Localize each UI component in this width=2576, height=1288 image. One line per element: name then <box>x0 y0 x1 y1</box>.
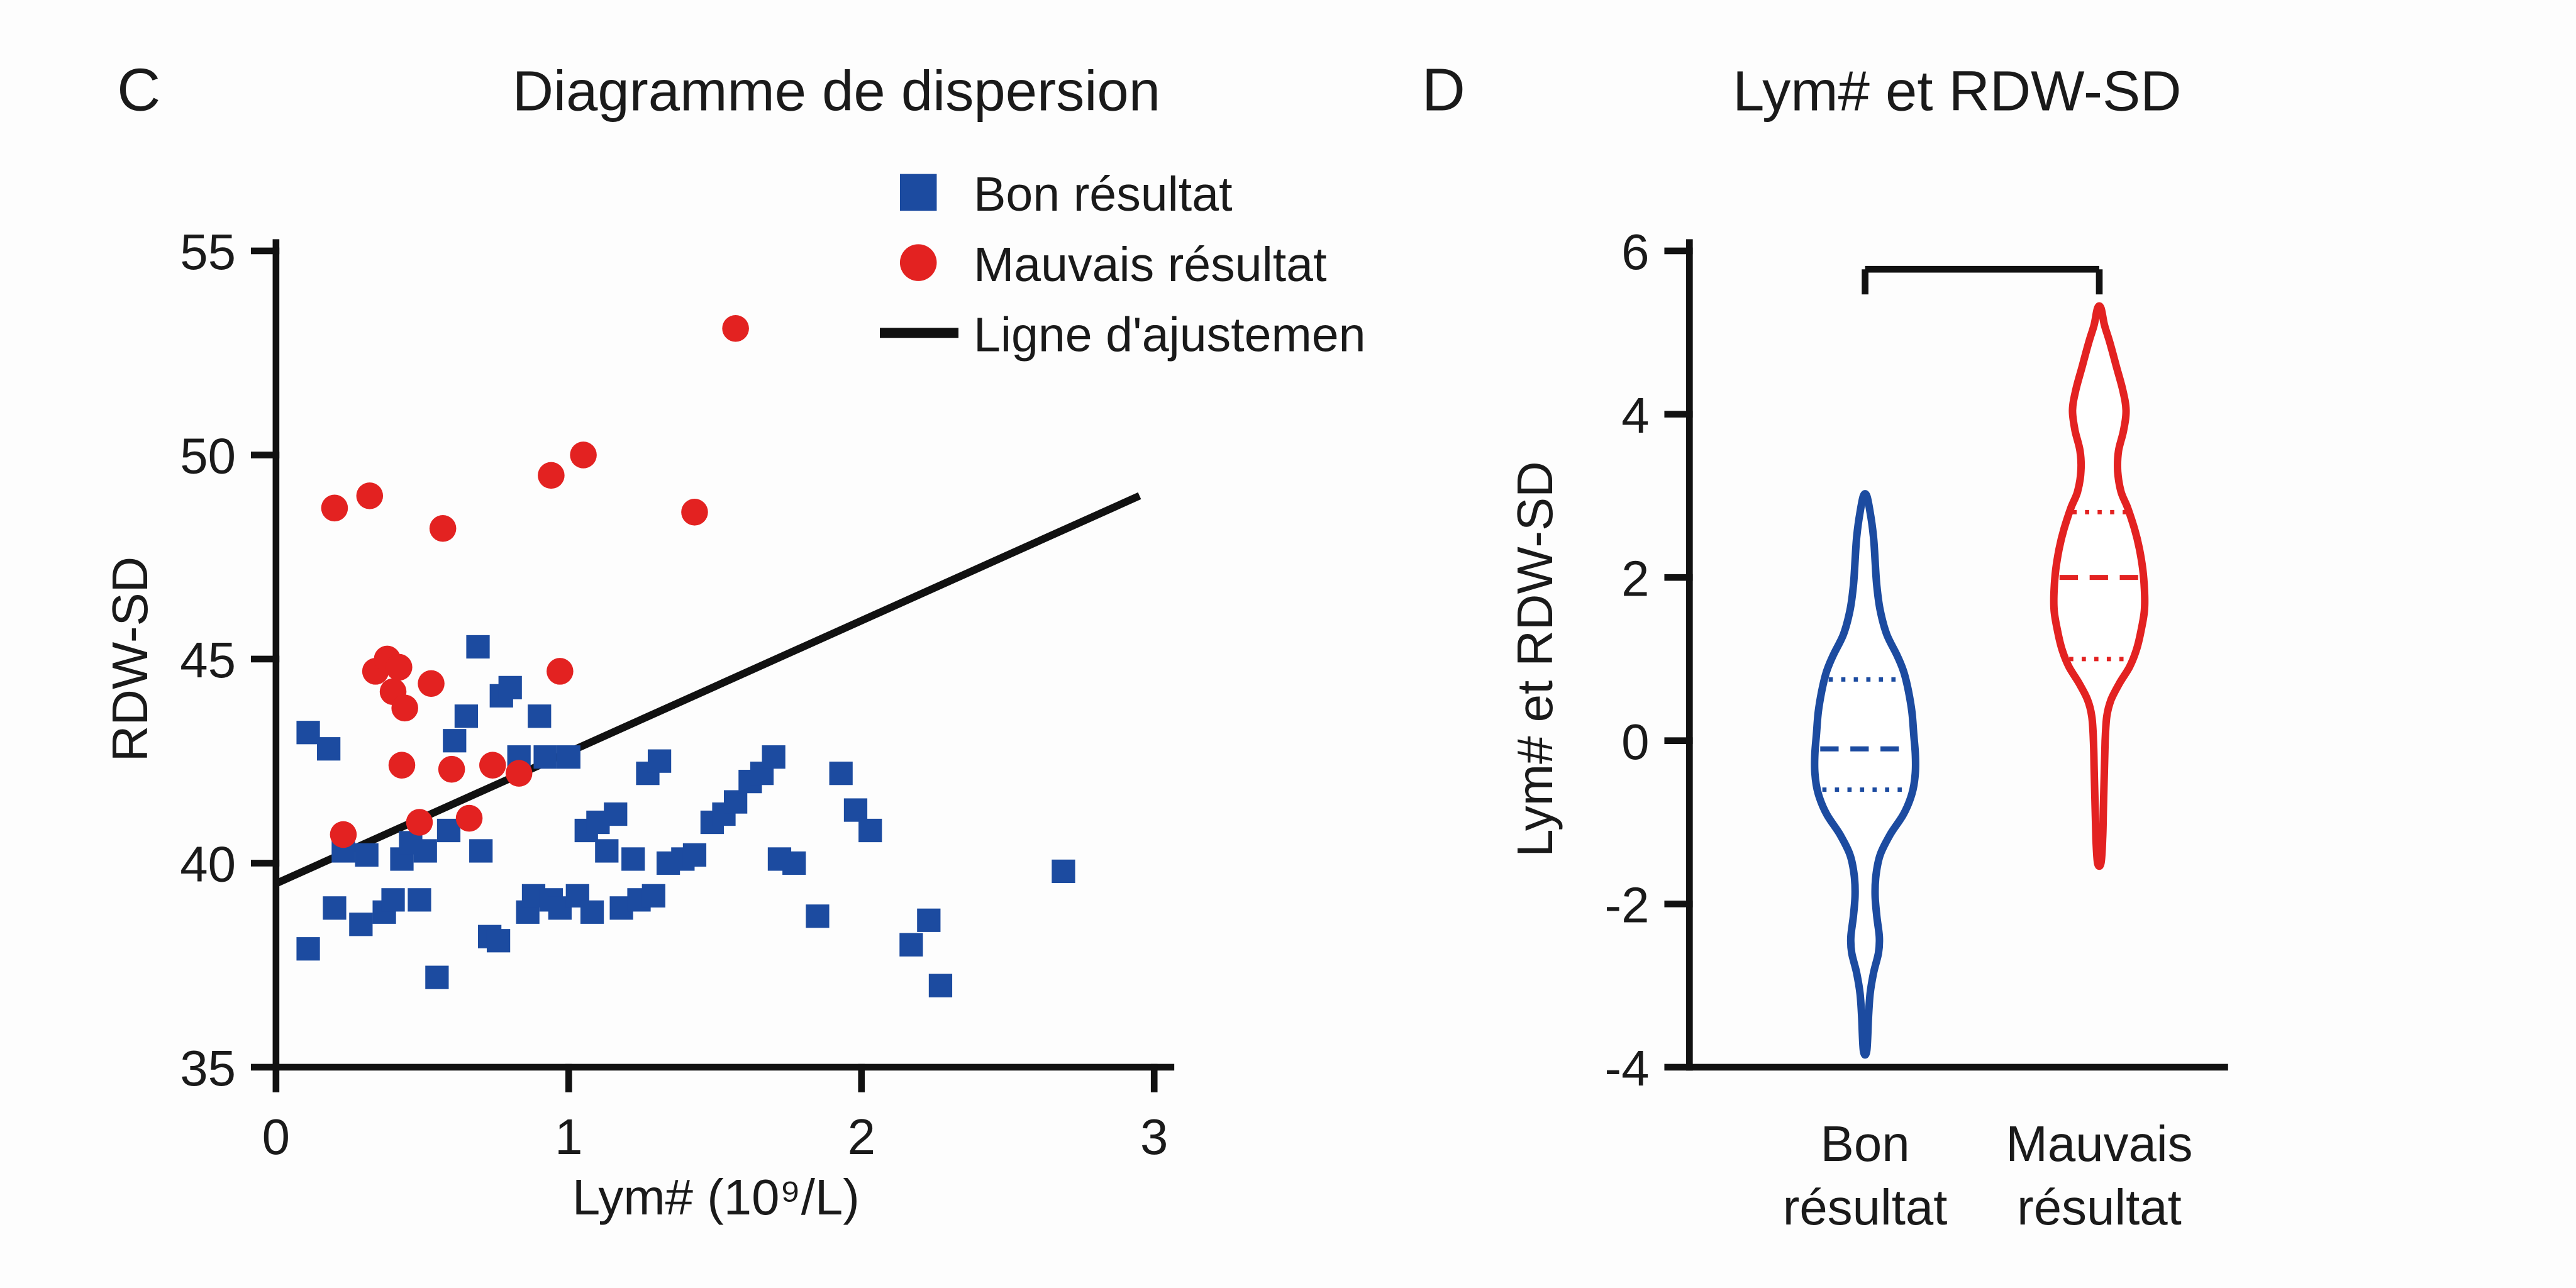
scatter-point-bon <box>843 798 868 822</box>
scatter-point-bon <box>806 904 830 928</box>
scatter-point-bon <box>454 704 479 728</box>
scatter-point-mauvais <box>479 752 506 779</box>
scatter-point-bon <box>621 847 645 871</box>
scatter-point-mauvais <box>455 804 483 832</box>
scatter-x-tick-label: 3 <box>1140 1109 1168 1165</box>
scatter-point-mauvais <box>391 694 418 722</box>
scatter-point-bon <box>349 913 373 936</box>
scatter-point-bon <box>355 843 379 867</box>
violin-y-axis-label: Lym# et RDW-SD <box>1507 461 1563 857</box>
panel-c-letter: C <box>117 57 160 124</box>
scatter-y-tick-label: 35 <box>180 1040 236 1096</box>
scatter-point-mauvais <box>538 462 565 489</box>
scatter-point-bon <box>595 839 619 863</box>
legend-square-marker <box>899 174 937 211</box>
scatter-point-bon <box>296 937 320 961</box>
scatter-point-mauvais <box>570 441 597 469</box>
panel-d-letter: D <box>1422 57 1465 124</box>
scatter-point-mauvais <box>330 821 357 848</box>
scatter-point-mauvais <box>386 653 413 681</box>
scatter-point-mauvais <box>505 760 533 787</box>
scatter-point-bon <box>724 790 748 814</box>
scatter-title: Diagramme de dispersion <box>513 60 1160 123</box>
scatter-point-bon <box>436 818 461 843</box>
scatter-x-tick-label: 2 <box>848 1109 875 1165</box>
scatter-point-bon <box>1052 859 1075 884</box>
scatter-point-bon <box>466 635 490 659</box>
scatter-point-bon <box>899 933 923 957</box>
scatter-point-bon <box>443 729 467 753</box>
scatter-point-bon <box>498 675 522 699</box>
scatter-point-mauvais <box>418 670 445 697</box>
scatter-point-bon <box>323 896 347 920</box>
scatter-x-tick-label: 1 <box>555 1109 582 1165</box>
legend-circle-marker <box>899 244 937 281</box>
violin-cat1-line2: résultat <box>1783 1179 1948 1235</box>
scatter-point-bon <box>604 802 628 826</box>
scatter-point-bon <box>782 851 806 875</box>
scatter-point-bon <box>557 745 580 769</box>
violin-y-tick-label: 4 <box>1621 387 1649 443</box>
scatter-point-bon <box>928 974 953 997</box>
scatter-point-mauvais <box>722 314 749 342</box>
scatter-plot-area <box>274 314 1141 997</box>
violin-plot-area <box>1811 265 2149 1059</box>
scatter-y-tick-label: 40 <box>180 836 236 892</box>
scatter-point-bon <box>317 737 341 761</box>
scatter-point-bon <box>858 818 882 843</box>
violin-cat2-line1: Mauvais <box>2006 1116 2192 1172</box>
scatter-legend: Bon résultat Mauvais résultat Ligne d'aj… <box>880 167 1366 362</box>
legend-label-bon-resultat: Bon résultat <box>974 167 1233 221</box>
scatter-point-bon <box>408 888 431 912</box>
scatter-y-tick-label: 55 <box>180 224 236 280</box>
violin-y-tick-label: -2 <box>1605 877 1650 933</box>
scatter-point-bon <box>486 929 511 953</box>
scatter-point-mauvais <box>547 658 574 685</box>
violin-cat2-line2: résultat <box>2017 1179 2182 1235</box>
scatter-point-mauvais <box>438 755 465 783</box>
violin-y-tick-label: 0 <box>1621 714 1649 770</box>
scatter-point-bon <box>425 965 449 989</box>
scatter-point-bon <box>296 721 320 745</box>
scatter-point-mauvais <box>429 514 457 542</box>
violin-y-tick-label: 6 <box>1621 224 1649 280</box>
violin-body-bon <box>1811 490 1919 1059</box>
scatter-y-axis-label: RDW-SD <box>102 557 158 762</box>
scatter-point-bon <box>533 745 557 769</box>
scatter-y-tick-label: 45 <box>180 632 236 688</box>
scatter-point-bon <box>682 843 707 867</box>
scatter-x-tick-label: 0 <box>262 1109 290 1165</box>
legend-label-mauvais-resultat: Mauvais résultat <box>974 238 1327 292</box>
scatter-point-mauvais <box>681 499 708 526</box>
violin-title: Lym# et RDW-SD <box>1733 60 2181 123</box>
scatter-point-bon <box>917 908 941 932</box>
legend-label-ligne-ajustement: Ligne d'ajustemen <box>974 308 1366 362</box>
scatter-point-bon <box>381 888 405 912</box>
scatter-point-mauvais <box>388 752 416 779</box>
scatter-point-bon <box>762 745 786 769</box>
scatter-point-bon <box>641 884 665 908</box>
scatter-point-bon <box>829 762 853 786</box>
scatter-axes: 0 1 2 3 35 40 45 50 55 <box>180 224 1175 1165</box>
scatter-point-bon <box>413 839 437 863</box>
violin-body-mauvais <box>2050 302 2149 870</box>
scatter-point-bon <box>469 839 493 863</box>
violin-y-tick-label: -4 <box>1605 1040 1650 1096</box>
scatter-point-mauvais <box>406 809 433 836</box>
scatter-y-tick-label: 50 <box>180 428 236 484</box>
scatter-point-bon <box>580 900 604 924</box>
violin-y-tick-label: 2 <box>1621 550 1649 606</box>
scatter-x-axis-label: Lym# (10⁹/L) <box>572 1169 860 1225</box>
scatter-point-bon <box>528 704 552 728</box>
violin-axes: -4 -2 0 2 4 6 <box>1605 224 2228 1096</box>
scatter-point-mauvais <box>356 482 384 509</box>
scatter-point-mauvais <box>321 494 348 522</box>
violin-cat1-line1: Bon <box>1821 1116 1910 1172</box>
scatter-point-bon <box>647 749 672 773</box>
